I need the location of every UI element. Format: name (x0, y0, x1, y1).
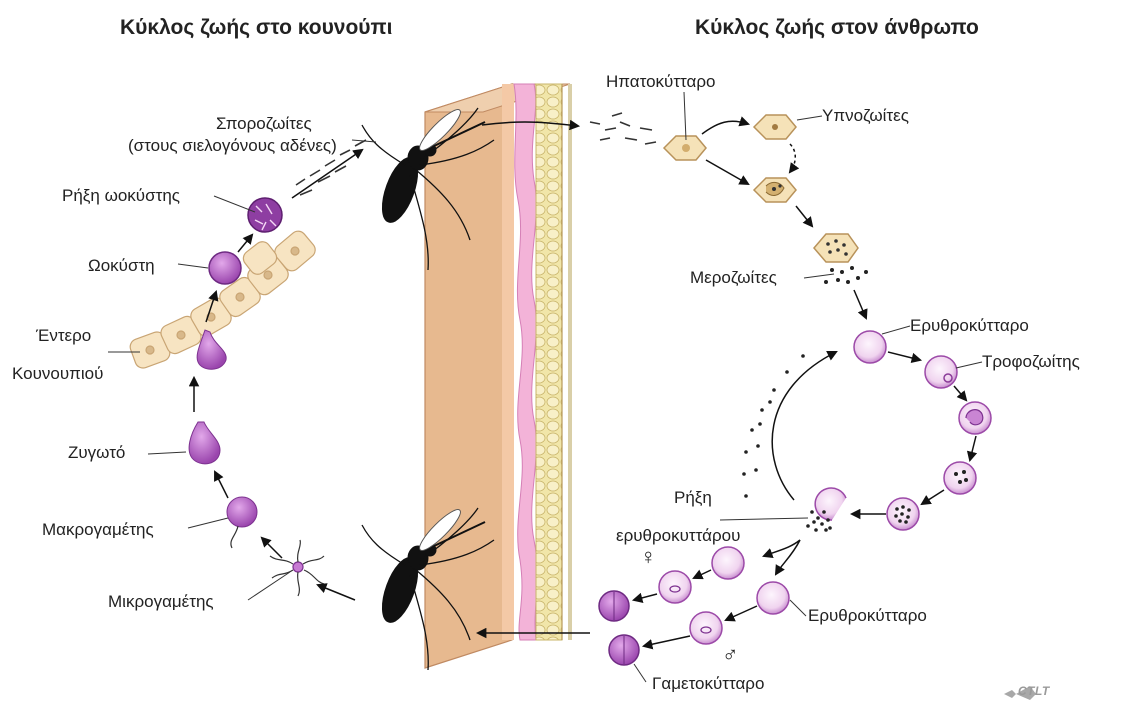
oocyst (209, 252, 241, 284)
mature-liver-schizont (814, 234, 858, 262)
human-cycle-title: Κύκλος ζωής στον άνθρωπο (695, 16, 979, 40)
macrogamete (227, 497, 257, 548)
female-lineage (599, 547, 744, 621)
mosquito-cycle-title: Κύκλος ζωής στο κουνούπι (120, 16, 392, 40)
rbc-mature-schizont (887, 498, 919, 530)
rbc-female-a (712, 547, 744, 579)
blood-stage-cells (806, 331, 991, 532)
label-rupture-line2: ερυθροκυττάρου (616, 526, 740, 546)
female-symbol: ♀ (640, 544, 657, 570)
male-symbol: ♂ (722, 642, 739, 668)
zygote (189, 422, 220, 464)
rbc-ring-trophozoite (925, 356, 957, 388)
rbc-uninfected (854, 331, 886, 363)
male-lineage (609, 582, 789, 665)
hypnozoite (754, 115, 796, 139)
label-sporozoites: Σποροζωίτες (216, 114, 312, 134)
label-microgamete: Μικρογαμέτης (108, 592, 214, 612)
skin-cross-section (425, 84, 570, 668)
label-erythrocyte-bottom: Ερυθροκύτταρο (808, 606, 927, 626)
label-hypnozoites: Υπνοζωίτες (822, 106, 909, 126)
label-erythrocyte-top: Ερυθροκύτταρο (910, 316, 1029, 336)
ruptured-oocyst (248, 198, 282, 232)
label-macrogamete: Μακρογαμέτης (42, 520, 154, 540)
label-rupture-line1: Ρήξη (674, 488, 712, 508)
label-sporozoites-note: (στους σιελογόνους αδένες) (128, 136, 337, 156)
label-zygote: Ζυγωτό (68, 443, 125, 463)
label-gut-line1: Έντερο (36, 326, 91, 346)
male-gametocyte (609, 635, 639, 665)
ctlt-logo-text: CTLT (1018, 684, 1050, 698)
rbc-late-trophozoite (959, 402, 991, 434)
label-gut-line2: Κουνουπιού (12, 364, 103, 384)
released-merozoites (824, 266, 868, 284)
skin-fat-layer (536, 84, 562, 640)
liver-schizont (754, 178, 796, 202)
label-hepatocyte: Ηπατοκύτταρο (606, 72, 715, 92)
rbc-male-a (757, 582, 789, 614)
hepatocyte (664, 136, 706, 160)
liver-stage-arrows (702, 121, 866, 318)
skin-side-face (425, 84, 512, 668)
rbc-rupturing (806, 488, 846, 532)
label-gametocyte: Γαμετοκύτταρο (652, 674, 764, 694)
female-gametocyte (599, 591, 629, 621)
skin-epidermis-layer (502, 84, 514, 640)
label-oocyst: Ωοκύστη (88, 256, 155, 276)
label-trophozoite: Τροφοζωίτης (982, 352, 1080, 372)
rbc-male-b (690, 612, 722, 644)
mosquito-gut-cells (128, 228, 318, 370)
microgamete (270, 540, 324, 596)
label-merozoites: Μεροζωίτες (690, 268, 777, 288)
label-oocyst-rupture: Ρήξη ωοκύστης (62, 186, 180, 206)
sporozoite-dashes-injected (590, 113, 656, 144)
rbc-early-schizont (944, 462, 976, 494)
skin-pink-layer (514, 84, 537, 640)
rbc-female-b (659, 571, 691, 603)
